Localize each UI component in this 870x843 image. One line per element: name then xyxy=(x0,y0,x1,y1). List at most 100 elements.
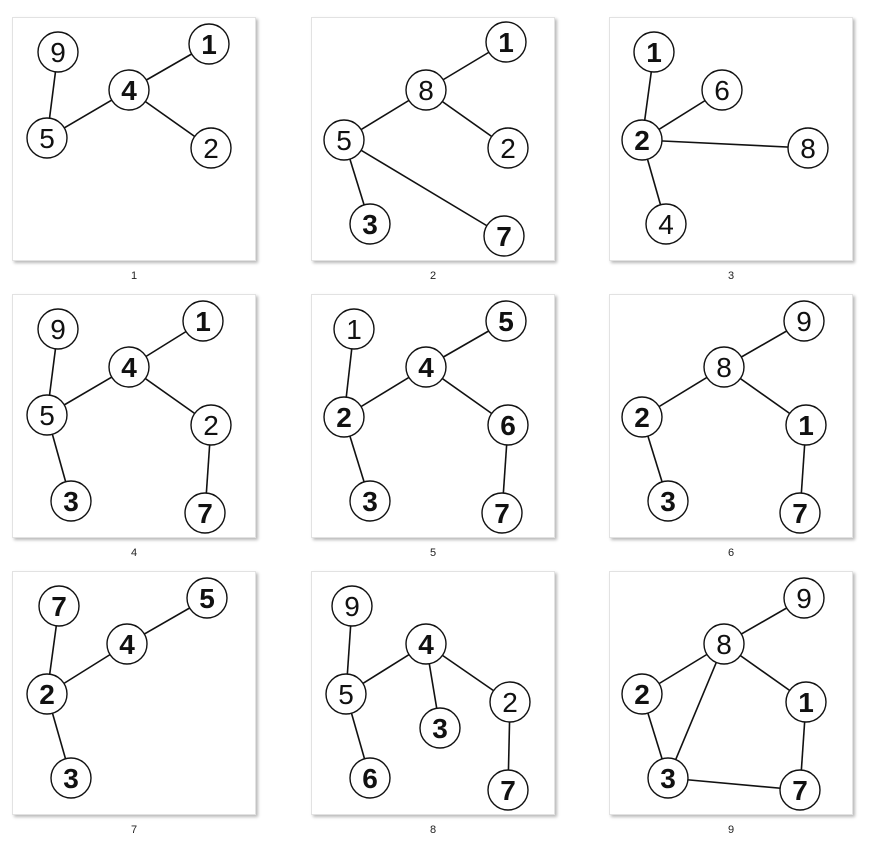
node-label: 5 xyxy=(199,583,215,614)
node-circle xyxy=(489,681,531,723)
node-7: 7 xyxy=(779,492,821,534)
node-circle xyxy=(38,585,80,627)
node-label: 7 xyxy=(494,498,510,529)
node-label: 7 xyxy=(500,775,516,806)
node-label: 9 xyxy=(344,591,360,622)
node-circle xyxy=(703,346,745,388)
node-label: 4 xyxy=(658,209,674,240)
node-9: 9 xyxy=(783,300,825,342)
node-5: 5 xyxy=(323,119,365,161)
node-circle xyxy=(645,203,687,245)
node-circle xyxy=(184,492,226,534)
node-circle xyxy=(182,300,224,342)
node-circle xyxy=(487,127,529,169)
node-label: 9 xyxy=(50,314,66,345)
node-5: 5 xyxy=(26,394,68,436)
node-6: 6 xyxy=(701,69,743,111)
node-circle xyxy=(787,127,829,169)
node-label: 8 xyxy=(800,133,816,164)
node-label: 1 xyxy=(195,306,211,337)
node-2: 2 xyxy=(190,404,232,446)
node-label: 6 xyxy=(714,75,730,106)
node-1: 1 xyxy=(333,308,375,350)
node-2: 2 xyxy=(487,127,529,169)
node-circle xyxy=(485,300,527,342)
edge-5-7 xyxy=(343,139,505,237)
node-9: 9 xyxy=(331,585,373,627)
node-circle xyxy=(647,480,689,522)
node-3: 3 xyxy=(419,707,461,749)
node-2: 2 xyxy=(190,127,232,169)
node-circle xyxy=(701,69,743,111)
node-3: 3 xyxy=(50,480,92,522)
node-circle xyxy=(50,757,92,799)
node-circle xyxy=(26,117,68,159)
node-label: 6 xyxy=(362,763,378,794)
node-label: 8 xyxy=(716,629,732,660)
node-7: 7 xyxy=(184,492,226,534)
node-7: 7 xyxy=(38,585,80,627)
node-8: 8 xyxy=(703,346,745,388)
node-circle xyxy=(323,119,365,161)
node-label: 9 xyxy=(796,306,812,337)
node-5: 5 xyxy=(325,673,367,715)
node-circle xyxy=(405,69,447,111)
node-circle xyxy=(783,577,825,619)
node-label: 9 xyxy=(796,583,812,614)
node-label: 2 xyxy=(500,133,516,164)
node-circle xyxy=(405,623,447,665)
node-circle xyxy=(333,308,375,350)
node-label: 2 xyxy=(39,679,55,710)
edge-2-8 xyxy=(641,139,809,149)
node-label: 3 xyxy=(660,486,676,517)
node-3: 3 xyxy=(647,757,689,799)
node-2: 2 xyxy=(621,673,663,715)
node-circle xyxy=(106,623,148,665)
node-circle xyxy=(785,404,827,446)
node-2: 2 xyxy=(26,673,68,715)
node-8: 8 xyxy=(405,69,447,111)
node-label: 3 xyxy=(362,486,378,517)
node-circle xyxy=(779,492,821,534)
node-circle xyxy=(621,396,663,438)
node-circle xyxy=(331,585,373,627)
node-circle xyxy=(323,396,365,438)
node-label: 5 xyxy=(338,679,354,710)
node-label: 1 xyxy=(498,27,514,58)
node-label: 3 xyxy=(660,763,676,794)
node-label: 4 xyxy=(119,629,135,660)
graph-caption: 3 xyxy=(727,270,735,282)
node-label: 1 xyxy=(346,314,362,345)
graph-caption: 1 xyxy=(130,270,138,282)
node-5: 5 xyxy=(186,577,228,619)
graph-caption: 7 xyxy=(130,824,138,836)
node-9: 9 xyxy=(783,577,825,619)
node-3: 3 xyxy=(647,480,689,522)
node-circle xyxy=(108,346,150,388)
node-label: 8 xyxy=(418,75,434,106)
node-5: 5 xyxy=(26,117,68,159)
node-circle xyxy=(633,31,675,73)
graph-caption: 6 xyxy=(727,547,735,559)
node-label: 2 xyxy=(203,133,219,164)
node-circle xyxy=(647,757,689,799)
node-circle xyxy=(779,769,821,811)
node-circle xyxy=(188,23,230,65)
node-1: 1 xyxy=(182,300,224,342)
node-label: 2 xyxy=(634,402,650,433)
node-circle xyxy=(621,673,663,715)
node-label: 5 xyxy=(39,123,55,154)
node-circle xyxy=(349,203,391,245)
node-4: 4 xyxy=(405,623,447,665)
node-1: 1 xyxy=(485,21,527,63)
node-2: 2 xyxy=(323,396,365,438)
